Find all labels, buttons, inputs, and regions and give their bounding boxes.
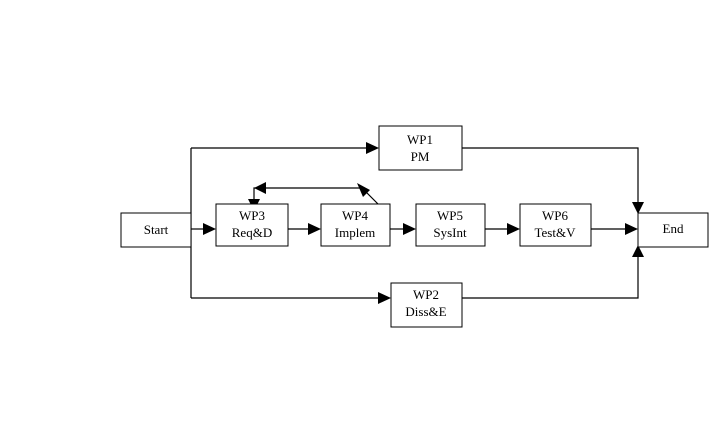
node-wp5-id: WP5 — [437, 208, 463, 223]
edge-wp1-to-end — [462, 147, 639, 202]
arrowhead-end-bottom — [632, 245, 644, 257]
arrowhead-end-middle — [625, 223, 638, 235]
arrowhead-end-top — [632, 202, 644, 214]
arrowhead-wp1 — [366, 142, 379, 154]
edge-wp2-to-end — [462, 257, 639, 299]
arrowhead-wp2 — [378, 292, 391, 304]
node-wp3: WP3 Req&D — [215, 203, 289, 247]
arrowhead-wp6 — [507, 223, 520, 235]
node-wp2-id: WP2 — [413, 287, 439, 302]
node-wp1-name: PM — [411, 149, 430, 164]
node-wp6-name: Test&V — [535, 225, 577, 240]
node-start-label: Start — [144, 222, 169, 237]
arrowhead-wp5 — [403, 223, 416, 235]
node-wp6: WP6 Test&V — [519, 203, 592, 247]
arrowhead-wp3 — [203, 223, 216, 235]
node-wp4-name: Implem — [335, 225, 375, 240]
arrowhead-wp4 — [308, 223, 321, 235]
node-wp3-name: Req&D — [232, 225, 272, 240]
node-wp4: WP4 Implem — [320, 203, 391, 247]
node-wp6-id: WP6 — [542, 208, 569, 223]
node-end-label: End — [663, 221, 684, 236]
edge-wp4-to-wp3-feedback — [253, 187, 381, 207]
node-start: Start — [120, 212, 192, 248]
node-wp2-name: Diss&E — [405, 304, 446, 319]
arrowhead-feedback-wp4 — [357, 183, 370, 197]
node-wp5-name: SysInt — [433, 225, 467, 240]
node-wp5: WP5 SysInt — [415, 203, 486, 247]
arrowhead-feedback-start — [254, 182, 266, 194]
node-wp4-id: WP4 — [342, 208, 369, 223]
node-end: End — [637, 212, 709, 248]
node-wp1: WP1 PM — [378, 125, 463, 171]
node-wp3-id: WP3 — [239, 208, 265, 223]
node-wp2: WP2 Diss&E — [390, 282, 463, 328]
node-wp1-id: WP1 — [407, 132, 433, 147]
